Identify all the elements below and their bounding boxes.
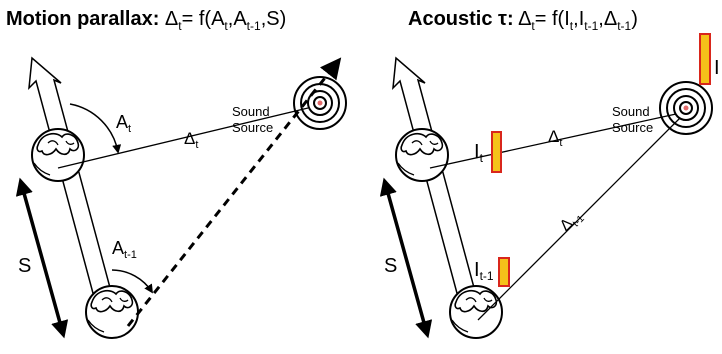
right-intensity-bottom-bar bbox=[498, 257, 510, 287]
left-top-ray bbox=[57, 107, 309, 169]
right-panel: Sound Source Δt Δt-1 It It-1 I S bbox=[379, 33, 720, 339]
right-intensity-bottom-label: It-1 bbox=[474, 259, 494, 283]
left-head-top-icon bbox=[31, 128, 85, 182]
right-source-label-1: Sound bbox=[612, 104, 650, 119]
right-heading-arrow bbox=[392, 56, 484, 324]
left-heading-arrow bbox=[28, 56, 120, 324]
right-head-top-icon bbox=[395, 128, 449, 182]
left-title-bold: Motion parallax: bbox=[6, 8, 160, 30]
right-intensity-top-bar bbox=[491, 131, 502, 173]
right-intensity-top-label: It bbox=[474, 141, 484, 165]
left-head-bottom-icon bbox=[85, 285, 139, 339]
left-source-label-2: Source bbox=[232, 120, 273, 135]
left-source-label-1: Sound bbox=[232, 104, 270, 119]
right-title-bold: Acoustic τ: bbox=[408, 8, 514, 30]
left-s-arrow bbox=[15, 177, 69, 339]
right-title: Acoustic τ: Δt= f(It,It-1,Δt-1) bbox=[408, 8, 638, 33]
left-delta-label: Δt bbox=[184, 129, 198, 151]
right-bottom-ray bbox=[477, 117, 681, 321]
right-s-arrow bbox=[379, 177, 433, 339]
right-delta-bottom-label: Δt-1 bbox=[557, 207, 587, 237]
left-s-label: S bbox=[18, 255, 31, 277]
right-s-label: S bbox=[384, 255, 397, 277]
right-delta-top-label: Δt bbox=[548, 127, 562, 149]
left-title: Motion parallax: Δt= f(At,At-1,S) bbox=[6, 8, 286, 33]
left-angle-top-arc bbox=[69, 103, 122, 154]
right-head-bottom-icon bbox=[449, 285, 503, 339]
left-panel: Sound Source Δt At At-1 S bbox=[15, 56, 347, 339]
right-sound-source-icon bbox=[659, 81, 713, 135]
right-intensity-source-label: I bbox=[714, 57, 720, 79]
left-angle-bottom-arc bbox=[111, 269, 153, 294]
left-formula: Δt= f(At,At-1,S) bbox=[164, 8, 287, 33]
right-formula: Δt= f(It,It-1,Δt-1) bbox=[518, 8, 638, 33]
left-angle-bottom-label: At-1 bbox=[112, 238, 137, 261]
left-angle-top-label: At bbox=[116, 112, 131, 135]
right-intensity-source-bar bbox=[699, 33, 711, 85]
right-source-label-2: Source bbox=[612, 120, 653, 135]
right-top-ray bbox=[429, 113, 677, 169]
